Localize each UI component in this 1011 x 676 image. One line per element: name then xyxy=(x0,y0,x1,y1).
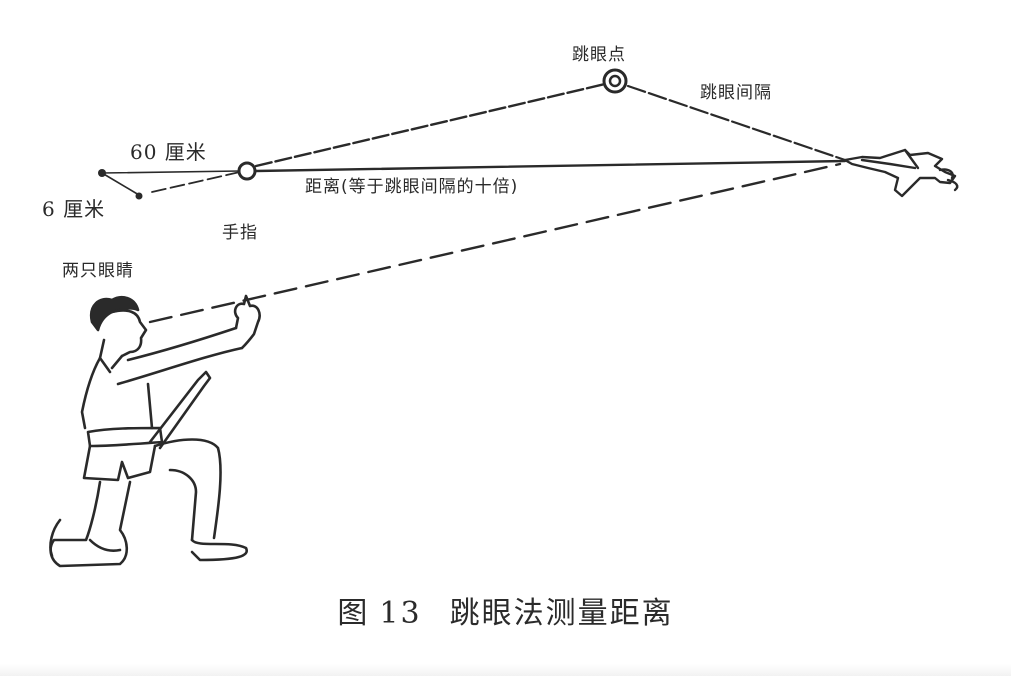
finger-label: 手指 xyxy=(222,223,258,243)
right-eye-sight-line xyxy=(151,171,241,193)
right-eye-dot xyxy=(135,192,143,200)
caption-number: 13 xyxy=(379,596,422,631)
distance-line xyxy=(254,159,847,173)
caption-prefix: 图 xyxy=(337,596,370,631)
jump-point-inner-ring xyxy=(608,74,622,88)
left-eye-sight-line xyxy=(101,170,241,174)
jump-interval-label: 跳眼间隔 xyxy=(700,83,772,103)
jump-interval-line xyxy=(626,84,847,162)
left-eye-dot xyxy=(98,169,106,177)
figure-caption: 图 13 跳眼法测量距离 xyxy=(0,588,1011,632)
jump-point-label: 跳眼点 xyxy=(572,45,626,65)
distance-label: 距离(等于跳眼间隔的十倍) xyxy=(305,177,519,197)
arm-length-label: 60 厘米 xyxy=(130,140,207,164)
caption-title: 跳眼法测量距离 xyxy=(449,596,674,631)
finger-to-jump-point-line xyxy=(254,82,607,168)
eye-distance-label: 6 厘米 xyxy=(42,197,106,221)
soldier-sight-line xyxy=(148,162,842,324)
both-eyes-label: 两只眼睛 xyxy=(62,261,134,281)
finger-marker-icon xyxy=(237,161,257,181)
jet-aircraft-icon xyxy=(843,148,959,198)
bottom-edge xyxy=(0,664,1011,676)
kneeling-soldier-illustration xyxy=(49,294,261,568)
eye-separation-line xyxy=(101,172,140,196)
